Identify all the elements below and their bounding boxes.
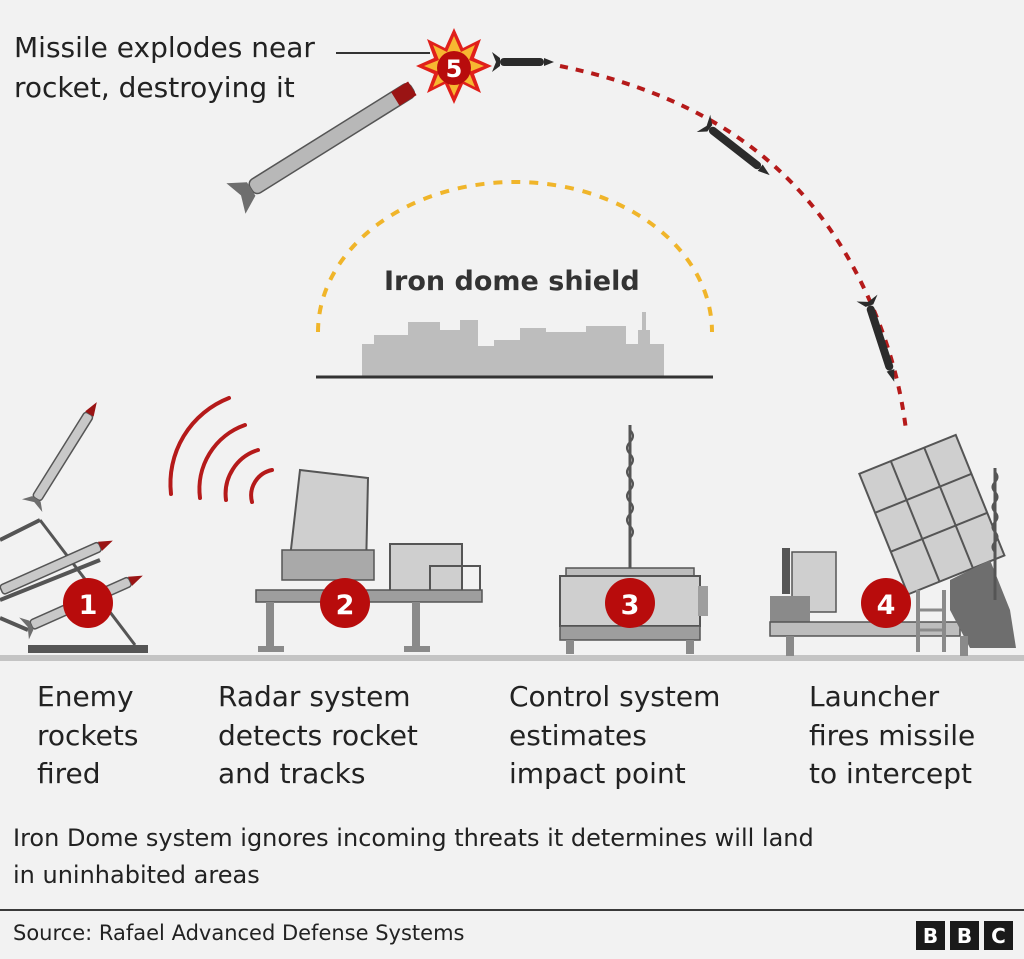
step-badge-5-number: 5: [446, 55, 463, 83]
interceptor-missile-top: [492, 52, 554, 72]
step-badge-2-number: 2: [336, 590, 355, 621]
step-label-line: estimates: [509, 718, 647, 752]
footnote-line: in uninhabited areas: [13, 861, 260, 889]
step-badge-5: [437, 51, 471, 85]
step-label-line: rockets: [37, 718, 139, 752]
step-label-line: Radar system: [218, 680, 411, 713]
bbc-logo-letter: B: [916, 921, 945, 950]
step-badge-4-number: 4: [877, 590, 896, 621]
step-label-line: impact point: [509, 757, 686, 790]
footnote: Iron Dome system ignores incoming threat…: [13, 820, 1003, 894]
step-badge-3: [605, 578, 655, 628]
step-badge-3-number: 3: [621, 590, 640, 621]
step-label-line: fired: [37, 757, 101, 790]
step-badge-1-number: 1: [79, 590, 98, 621]
step-badge-2: [320, 578, 370, 628]
step-label-line: to intercept: [809, 757, 973, 790]
footnote-line: Iron Dome system ignores incoming threat…: [13, 824, 814, 852]
footer-divider: [0, 909, 1024, 911]
missile-launcher-icon: [769, 433, 1016, 656]
source-credit: Source: Rafael Advanced Defense Systems: [13, 921, 465, 945]
ground: [0, 655, 1024, 661]
step-badge-4: [861, 578, 911, 628]
interceptor-missile-mid: [696, 114, 770, 176]
dome-shield-arc: [316, 180, 714, 333]
bbc-logo-letter: C: [984, 921, 1013, 950]
step-label-1: Enemy rockets fired: [37, 678, 207, 794]
step-label-line: Control system: [509, 680, 721, 713]
enemy-rocket-hit: [226, 81, 417, 214]
step-badge-1: [63, 578, 113, 628]
interceptor-missile-low: [856, 294, 895, 382]
radar-truck-icon: [255, 468, 483, 652]
step-label-line: fires missile: [809, 718, 976, 752]
callout-line: Missile explodes near: [14, 31, 315, 64]
step-label-4: Launcher fires missile to intercept: [809, 678, 1019, 794]
step-label-3: Control system estimates impact point: [509, 678, 779, 794]
bbc-logo-letter: B: [950, 921, 979, 950]
explosion-callout: Missile explodes near rocket, destroying…: [14, 28, 315, 108]
dome-label: Iron dome shield: [384, 266, 640, 297]
step-label-line: Launcher: [809, 680, 940, 713]
step-label-line: and tracks: [218, 757, 366, 790]
radar-waves-icon: [168, 396, 274, 504]
step-label-line: Enemy: [37, 680, 134, 713]
step-label-2: Radar system detects rocket and tracks: [218, 678, 488, 794]
callout-line: rocket, destroying it: [14, 71, 295, 104]
city-skyline-icon: [362, 312, 664, 376]
step-label-line: detects rocket: [218, 718, 418, 752]
bbc-logo: B B C: [916, 921, 1013, 950]
